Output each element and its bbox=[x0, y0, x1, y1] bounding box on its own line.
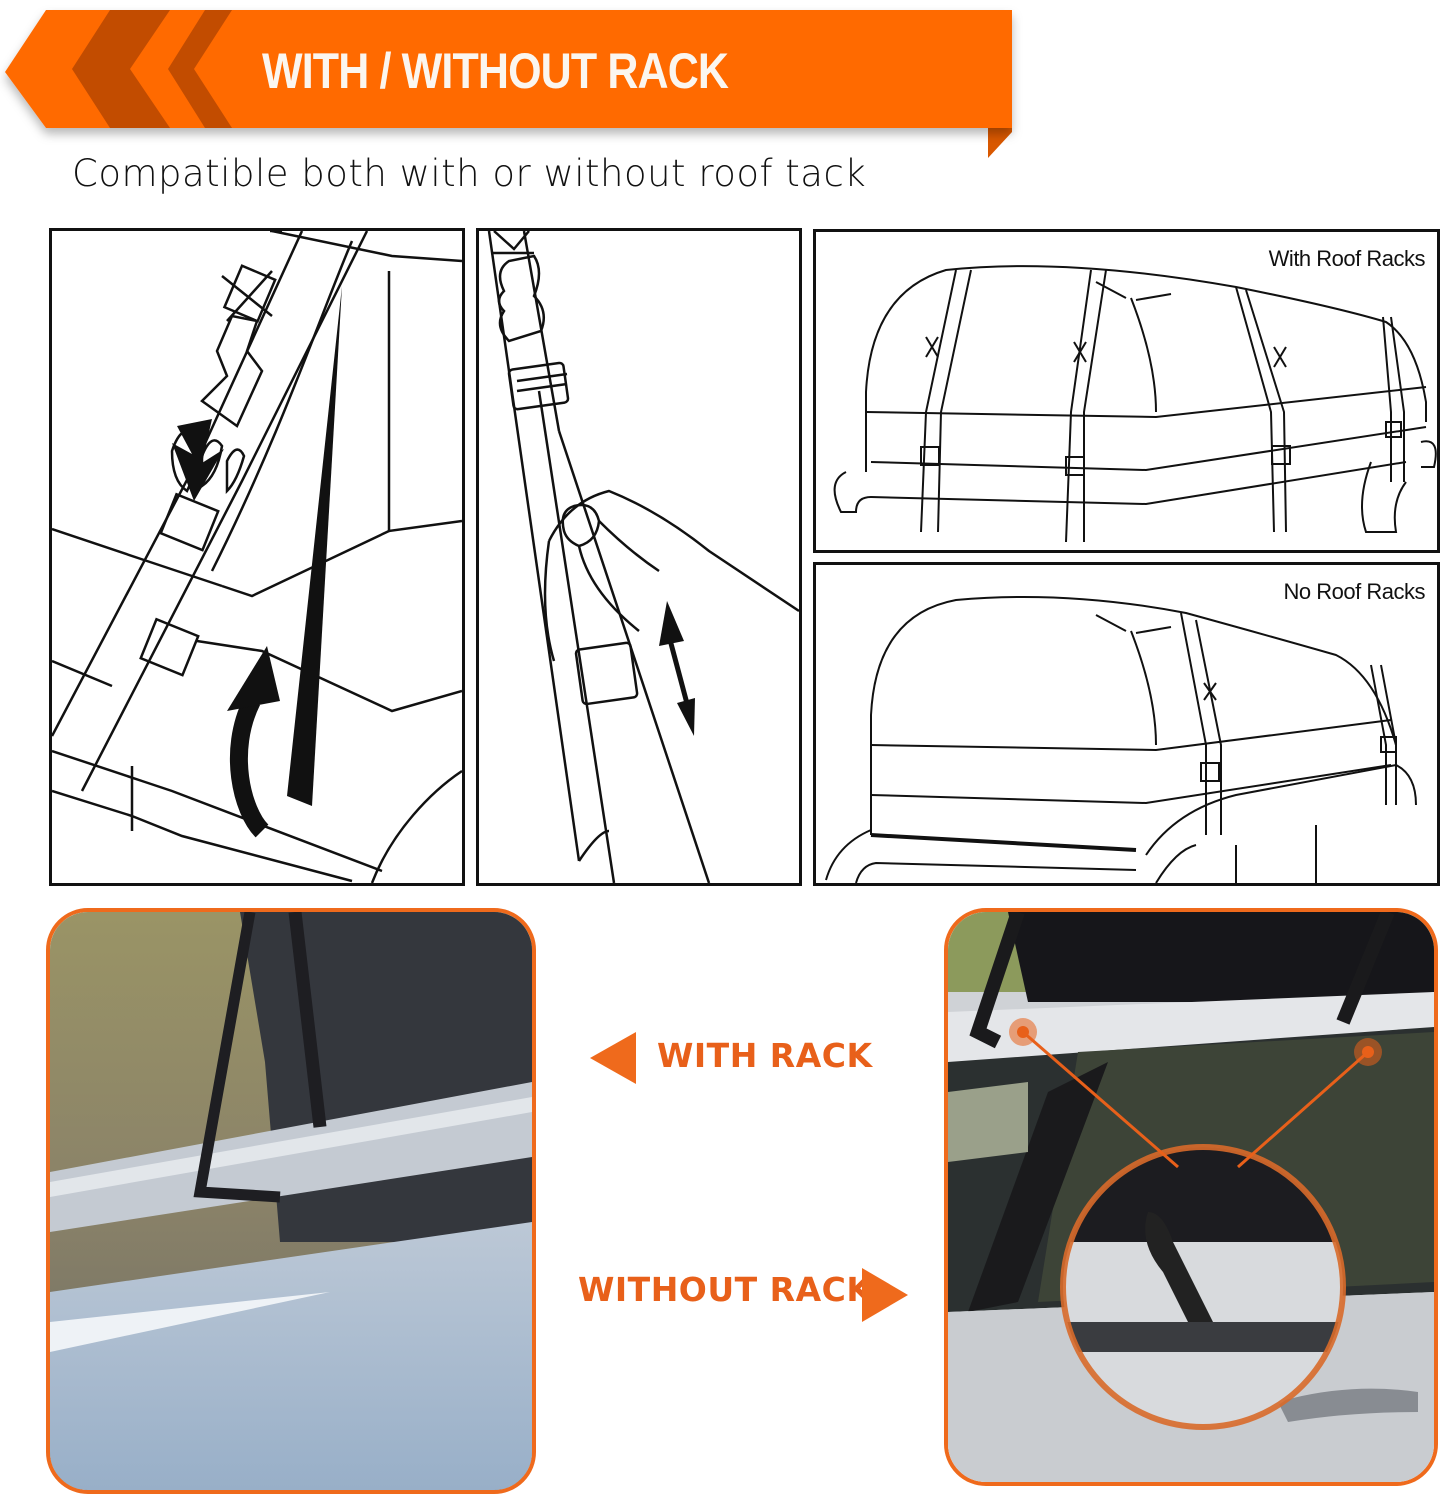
photo-without-rack bbox=[944, 908, 1438, 1486]
double-arrow-vertical-icon bbox=[659, 601, 695, 736]
panel-no-roof-racks: No Roof Racks bbox=[813, 562, 1440, 886]
triangle-left-icon bbox=[590, 1032, 636, 1084]
photo-with-rack bbox=[46, 908, 536, 1494]
arrow-up-icon bbox=[172, 419, 224, 501]
banner-body bbox=[5, 10, 1012, 128]
panel-with-roof-racks: With Roof Racks bbox=[813, 229, 1440, 553]
with-rack-callout: WITH RACK bbox=[657, 1036, 873, 1075]
triangle-right-icon bbox=[862, 1268, 908, 1322]
banner-subtitle: Compatible both with or without roof tac… bbox=[72, 152, 867, 195]
curved-arrow-up-icon bbox=[229, 696, 269, 838]
without-rack-callout: WITHOUT RACK bbox=[578, 1270, 873, 1309]
panel-strap-adjust bbox=[476, 228, 802, 886]
chevron-left-icon bbox=[72, 10, 170, 128]
panel-label-with-roof-racks: With Roof Racks bbox=[1268, 246, 1426, 271]
panel-strap-through-rack bbox=[49, 228, 465, 886]
header-banner bbox=[0, 0, 1040, 170]
panel-label-no-roof-racks: No Roof Racks bbox=[1283, 579, 1426, 604]
chevron-left-icon bbox=[168, 10, 232, 128]
banner-shape bbox=[5, 10, 1012, 158]
banner-title: WITH / WITHOUT RACK bbox=[262, 43, 729, 99]
